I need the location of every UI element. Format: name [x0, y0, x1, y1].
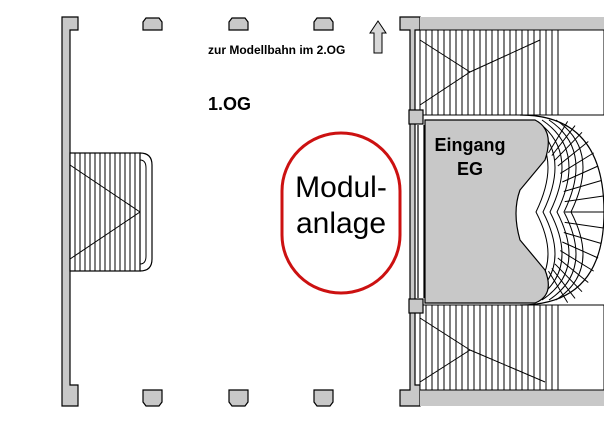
stair-tread	[551, 125, 576, 156]
stair-tread	[548, 270, 569, 303]
pillar-bottom-1	[142, 389, 163, 407]
stair-tread	[557, 141, 589, 167]
module-layout-marker	[280, 131, 402, 295]
area-label-line2: anlage	[296, 207, 386, 240]
stair-tread	[554, 263, 583, 293]
stair-tread	[557, 257, 589, 283]
pillar-top-2	[228, 17, 249, 31]
column-bottom	[408, 298, 424, 314]
pillar-bottom-3	[313, 389, 334, 407]
stair-tread	[562, 241, 599, 259]
up-arrow-icon	[369, 20, 387, 54]
top-pillars	[142, 17, 334, 31]
area-label-line1: Modul-	[295, 171, 387, 204]
stair-tread	[560, 250, 594, 272]
lower-staircase	[419, 304, 604, 391]
curved-tread	[541, 119, 570, 301]
stair-tread	[563, 232, 602, 244]
stair-tread	[560, 152, 594, 174]
column-top	[408, 109, 424, 125]
entrance-label-line2: EG	[457, 159, 483, 179]
floor-label: 1.OG	[208, 94, 251, 114]
entrance-hall	[408, 109, 549, 314]
left-staircase	[69, 152, 153, 272]
stair-tread	[562, 165, 599, 183]
stair-tread	[564, 195, 604, 203]
entrance-label-line1: Eingang	[435, 135, 506, 155]
stair-tread	[551, 268, 576, 299]
pillar-top-3	[313, 17, 334, 31]
stair-tread	[554, 131, 583, 161]
hint-text: zur Modellbahn im 2.OG	[208, 43, 345, 57]
upper-staircase	[419, 29, 604, 116]
pillar-top-1	[142, 17, 163, 31]
bottom-pillars	[142, 389, 334, 407]
stair-tread	[548, 121, 569, 154]
stair-tread	[563, 180, 602, 192]
pillar-bottom-2	[228, 389, 249, 407]
stair-tread	[564, 221, 604, 229]
